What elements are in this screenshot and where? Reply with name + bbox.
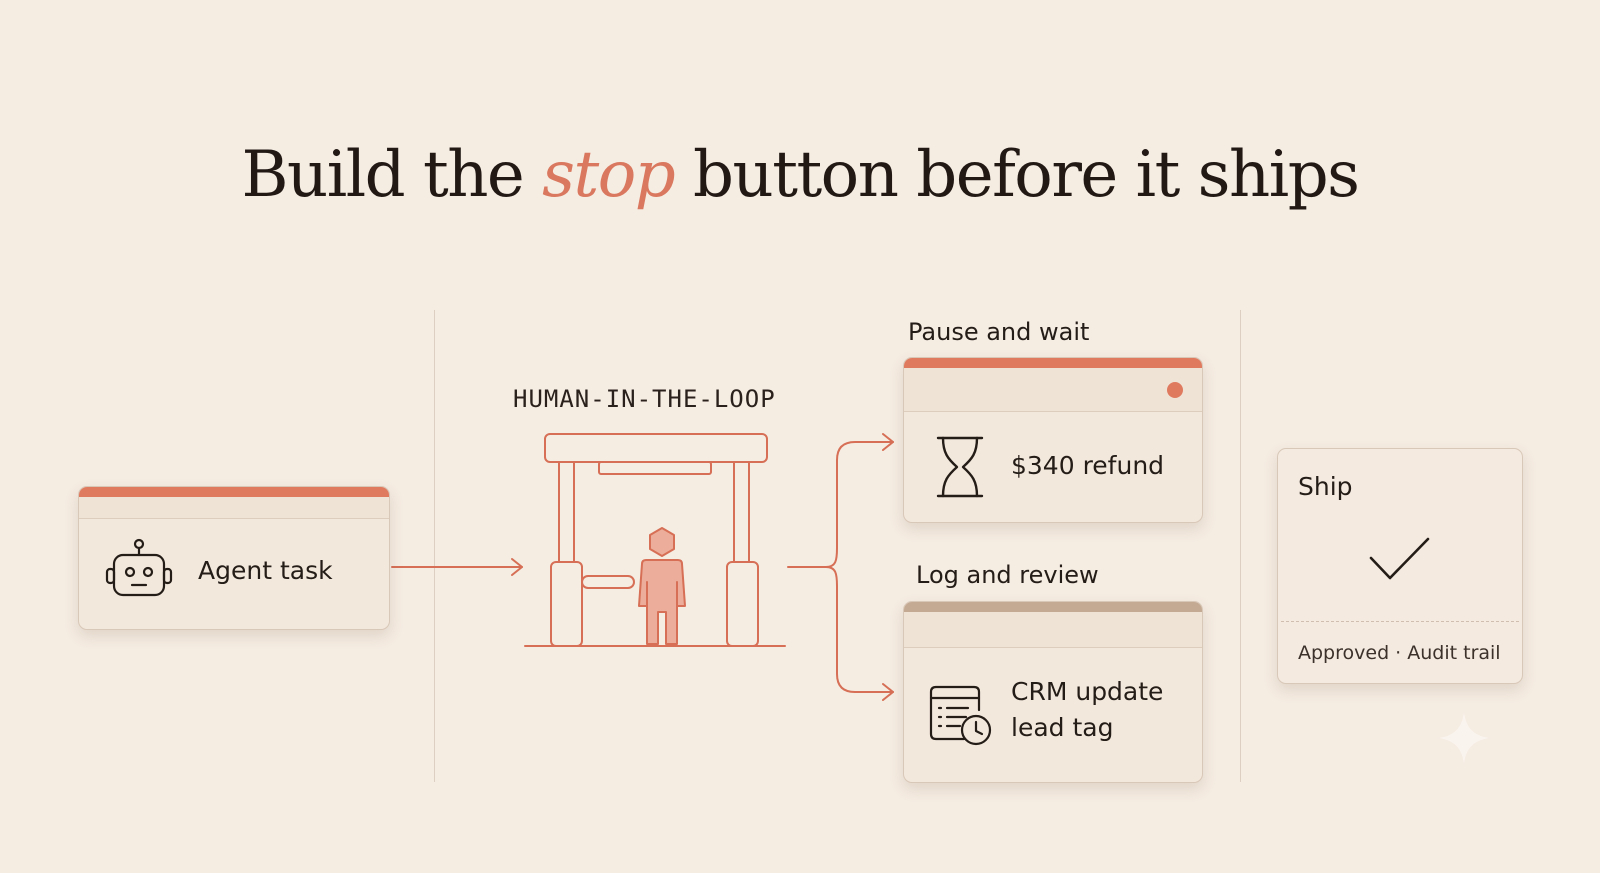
review-card-top-bar xyxy=(904,602,1202,612)
hourglass-icon xyxy=(936,436,984,498)
pause-card-header-band xyxy=(904,368,1202,412)
agent-card-top-bar xyxy=(79,487,389,497)
page-title: Build the stop button before it ships xyxy=(0,138,1600,212)
branch-to-pause-arrowhead xyxy=(882,433,894,451)
agent-task-label: Agent task xyxy=(198,556,333,585)
branch-to-review-line xyxy=(825,566,894,693)
person-gate-icon xyxy=(524,433,786,647)
ship-footer-text: Approved · Audit trail xyxy=(1298,642,1501,664)
pause-status-dot xyxy=(1167,382,1183,398)
right-divider xyxy=(1240,310,1241,782)
ship-card-separator xyxy=(1281,621,1519,622)
ship-label: Ship xyxy=(1298,472,1353,501)
branch-to-review-arrowhead xyxy=(882,683,894,701)
title-accent-word: stop xyxy=(542,138,676,212)
pause-heading: Pause and wait xyxy=(908,318,1090,346)
agent-card-header-band xyxy=(79,497,389,519)
branch-to-pause-line xyxy=(825,441,894,568)
review-heading: Log and review xyxy=(916,561,1099,589)
human-in-the-loop-label: HUMAN-IN-THE-LOOP xyxy=(513,385,776,413)
pause-card-top-bar xyxy=(904,358,1202,368)
sparkle-icon xyxy=(1438,712,1490,764)
review-card-header-band xyxy=(904,612,1202,648)
robot-icon xyxy=(105,538,173,597)
refund-amount: $340 refund xyxy=(1011,451,1165,480)
title-start: Build the xyxy=(241,138,543,212)
agent-task-card[interactable] xyxy=(78,486,390,630)
review-card[interactable] xyxy=(903,601,1203,783)
title-end: button before it ships xyxy=(674,138,1360,212)
list-clock-icon xyxy=(929,685,992,746)
checkmark-icon xyxy=(1369,537,1430,580)
review-item-line-2: lead tag xyxy=(1011,713,1114,742)
left-divider xyxy=(434,310,435,782)
review-item-line-1: CRM update xyxy=(1011,677,1164,706)
